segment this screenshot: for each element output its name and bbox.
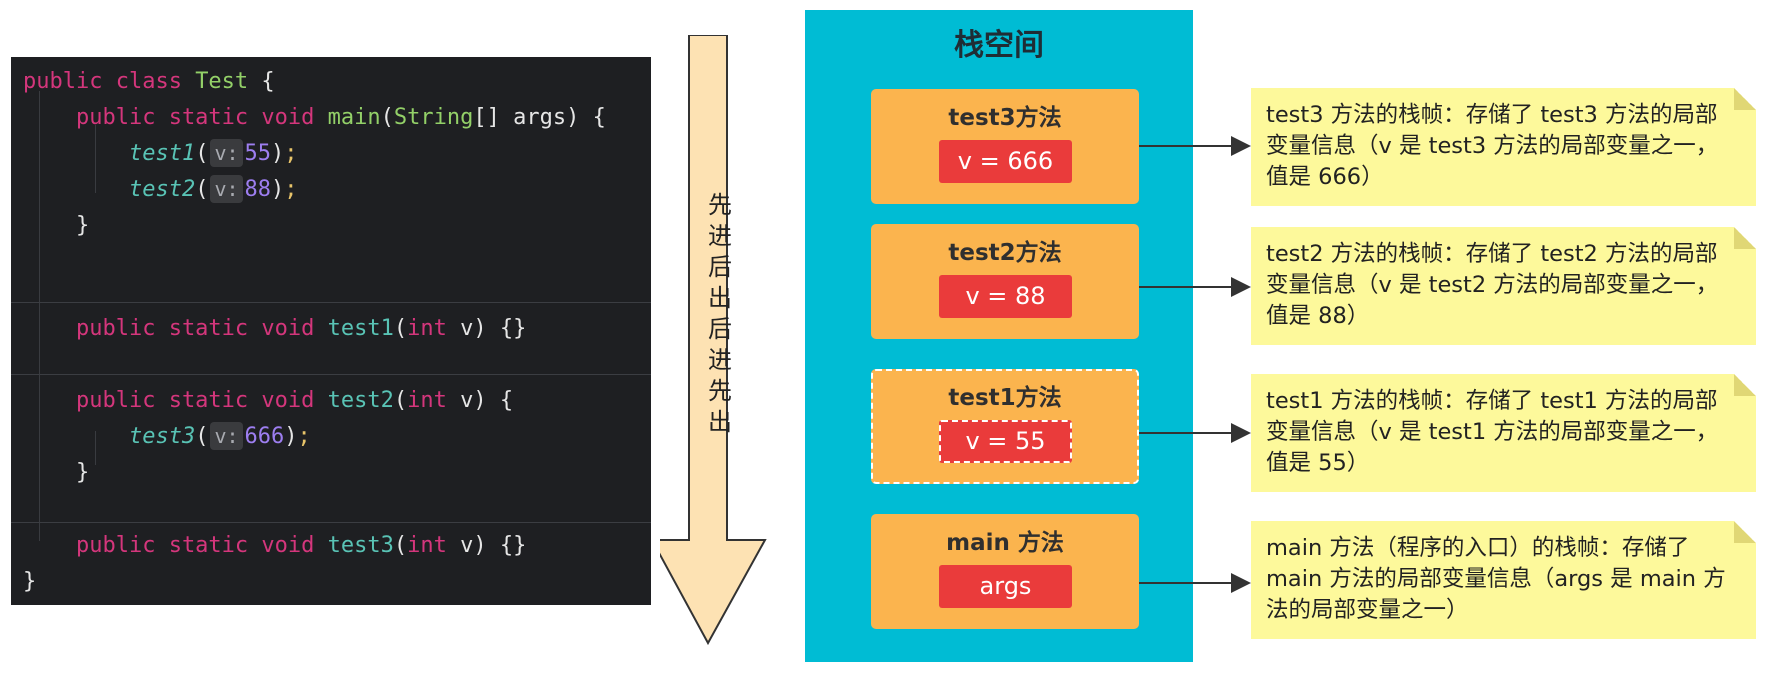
arrow-label: 先进后出 后进先出 (708, 191, 732, 436)
code-token: Test (195, 69, 249, 94)
code-token: v) {} (446, 533, 527, 558)
indent-guide (95, 125, 96, 193)
code-token: public static void (23, 388, 328, 413)
local-variable: v = 88 (939, 275, 1072, 318)
parameter-hint: v: (210, 422, 243, 450)
note-text: main 方法（程序的入口）的栈帧：存储了 main 方法的局部变量信息（arg… (1266, 535, 1726, 623)
code-line: } (23, 565, 36, 599)
code-token: ( (393, 533, 408, 558)
local-variable: v = 666 (939, 140, 1072, 183)
code-token: test3 (327, 533, 394, 558)
code-line: test2(v:88); (23, 173, 298, 207)
code-token: int (407, 533, 447, 558)
note-test3: test3 方法的栈帧：存储了 test3 方法的局部变量信息（v 是 test… (1251, 88, 1756, 206)
code-token: ) (271, 177, 285, 202)
code-token: test2 (128, 177, 196, 202)
stack-frame-test3: test3方法 v = 666 (871, 89, 1139, 204)
code-token: ; (284, 177, 298, 202)
code-line: public static void test2(int v) { (23, 384, 513, 418)
frame-title: test2方法 (948, 240, 1062, 266)
code-line: } (23, 209, 89, 243)
code-token: { (248, 69, 275, 94)
code-token: } (23, 569, 37, 594)
code-token: int (407, 316, 447, 341)
note-main: main 方法（程序的入口）的栈帧：存储了 main 方法的局部变量信息（arg… (1251, 521, 1756, 639)
code-token: ( (393, 388, 408, 413)
stack-frame-main: main 方法 args (871, 514, 1139, 629)
stack-frame-test2: test2方法 v = 88 (871, 224, 1139, 339)
parameter-hint: v: (210, 175, 243, 203)
code-token: public class (23, 69, 196, 94)
code-token: test3 (128, 424, 196, 449)
frame-title: main 方法 (946, 530, 1064, 556)
code-token: int (407, 388, 447, 413)
code-line: public static void main(String[] args) { (23, 101, 606, 135)
local-variable: args (939, 565, 1072, 608)
code-line: test1(v:55); (23, 137, 298, 171)
stack-title: 栈空间 (954, 28, 1044, 63)
code-line: public static void test1(int v) {} (23, 312, 526, 346)
code-token: ; (297, 424, 311, 449)
method-separator (11, 522, 651, 523)
frame-title: test1方法 (948, 385, 1062, 411)
note-test1: test1 方法的栈帧：存储了 test1 方法的局部变量信息（v 是 test… (1251, 374, 1756, 492)
code-token: [] args) { (473, 105, 606, 130)
code-token: ) (271, 141, 285, 166)
note-text: test1 方法的栈帧：存储了 test1 方法的局部变量信息（v 是 test… (1266, 388, 1719, 476)
code-token: test2 (327, 388, 394, 413)
method-separator (11, 374, 651, 375)
stack-space: 栈空间 test3方法 v = 666 test2方法 v = 88 test1… (805, 10, 1193, 662)
code-token: ( (393, 316, 408, 341)
down-arrow (650, 34, 780, 660)
code-token: public static void (23, 105, 328, 130)
method-separator (11, 302, 651, 303)
parameter-hint: v: (210, 139, 243, 167)
code-token: String (393, 105, 474, 130)
code-token: ) (284, 424, 298, 449)
code-token: ( (195, 424, 209, 449)
code-line: public static void test3(int v) {} (23, 529, 526, 563)
code-token: ( (195, 177, 209, 202)
indent-guide (95, 431, 96, 465)
indent-guide (39, 91, 40, 541)
code-token: 55 (244, 141, 272, 166)
code-token: v) { (446, 388, 514, 413)
code-token: ( (195, 141, 209, 166)
note-test2: test2 方法的栈帧：存储了 test2 方法的局部变量信息（v 是 test… (1251, 227, 1756, 345)
code-token: 666 (244, 424, 285, 449)
code-token: ; (284, 141, 298, 166)
code-token: test1 (128, 141, 196, 166)
code-token: public static void (23, 316, 328, 341)
code-token: public static void (23, 533, 328, 558)
code-token: 88 (244, 177, 272, 202)
code-editor: public class Test { public static void m… (11, 57, 651, 605)
local-variable: v = 55 (939, 420, 1072, 463)
code-token: } (23, 213, 90, 238)
frame-title: test3方法 (948, 105, 1062, 131)
note-text: test3 方法的栈帧：存储了 test3 方法的局部变量信息（v 是 test… (1266, 102, 1719, 190)
code-line: test3(v:666); (23, 420, 311, 454)
arrow-shape (650, 34, 767, 646)
stack-frame-test1: test1方法 v = 55 (871, 369, 1139, 484)
code-line: } (23, 456, 89, 490)
code-token: main (327, 105, 381, 130)
code-token: ( (380, 105, 394, 130)
code-token: v) {} (446, 316, 527, 341)
code-line: public class Test { (23, 65, 275, 99)
code-token: } (23, 460, 90, 485)
note-text: test2 方法的栈帧：存储了 test2 方法的局部变量信息（v 是 test… (1266, 241, 1719, 329)
code-token: test1 (327, 316, 394, 341)
